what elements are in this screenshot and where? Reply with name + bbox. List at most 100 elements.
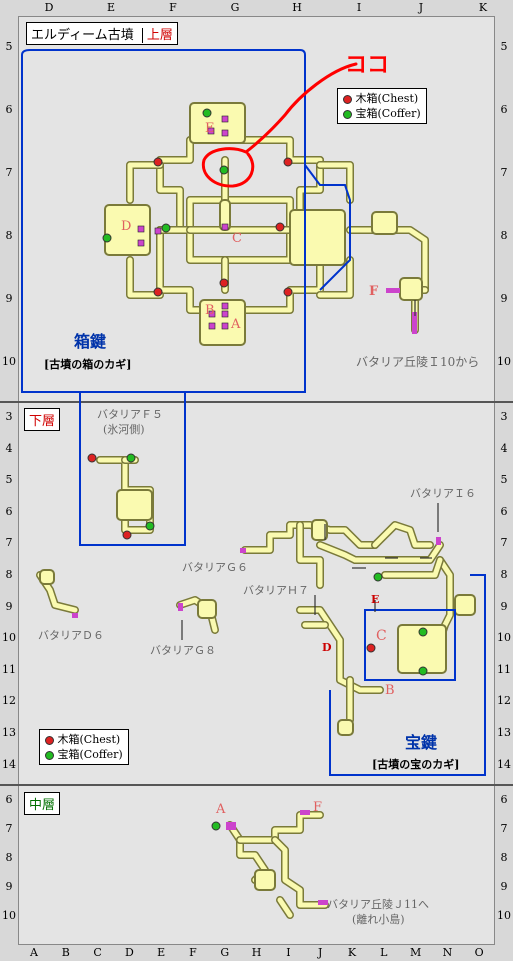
middle-exit-label: バタリア丘陵Ｊ11へ xyxy=(327,898,429,911)
marker-10 xyxy=(154,227,162,235)
upper-legend: 木箱(Chest) 宝箱(Coffer) xyxy=(337,88,427,124)
corridor-3 xyxy=(127,257,163,298)
right-tick-u6: 6 xyxy=(500,103,508,116)
coffer-icon-7 xyxy=(418,666,428,676)
corridor-19 xyxy=(297,522,323,588)
right-tick-m7: 7 xyxy=(500,822,508,835)
exit-marker-mid-a xyxy=(226,822,236,830)
treasure-key-desc: [古墳の宝のカギ] xyxy=(372,758,460,771)
left-tick-l6: 6 xyxy=(5,504,13,518)
left-tick-u7: 7 xyxy=(5,166,13,179)
middle-room-f: F xyxy=(313,800,323,815)
chest-icon-8 xyxy=(366,643,376,653)
exit-marker-upper-2 xyxy=(412,312,417,334)
right-tick-m9: 9 xyxy=(500,880,508,893)
marker-4 xyxy=(137,239,145,247)
bottom-tick-E: E xyxy=(157,946,166,959)
corridor-7 xyxy=(157,227,293,263)
left-tick-m9: 9 xyxy=(5,880,13,893)
box-key-desc: [古墳の箱のカギ] xyxy=(44,358,132,371)
upper-floor-panel xyxy=(18,16,495,402)
lower-room-d: D xyxy=(322,641,332,654)
top-tick-H: H xyxy=(292,1,302,14)
treasure-inner-zone xyxy=(364,609,456,681)
place-d6: バタリアＤ６ xyxy=(38,629,104,642)
right-tick-l12: 12 xyxy=(497,694,511,708)
coffer-icon-0 xyxy=(202,108,212,118)
corridor-wall-7 xyxy=(156,226,294,264)
coffer-legend-icon-2 xyxy=(45,750,54,760)
bottom-tick-G: G xyxy=(220,946,230,959)
corridor-20 xyxy=(317,542,443,563)
right-tick-u5: 5 xyxy=(500,40,508,53)
bottom-tick-B: B xyxy=(61,946,70,959)
left-tick-u9: 9 xyxy=(5,292,13,305)
right-tick-l7: 7 xyxy=(500,536,508,550)
left-tick-l4: 4 xyxy=(5,441,13,455)
right-tick-u10: 10 xyxy=(497,355,511,368)
legend-chest-label: 木箱(Chest) xyxy=(355,92,419,105)
floor-divider-2 xyxy=(0,784,513,786)
place-f5: バタリアＦ５ xyxy=(97,408,163,421)
room-label-c: C xyxy=(232,231,242,246)
top-tick-D: D xyxy=(44,1,54,14)
floor-divider-1 xyxy=(0,401,513,403)
coffer-icon-5 xyxy=(145,521,155,531)
marker-6 xyxy=(208,310,216,318)
bottom-tick-K: K xyxy=(347,946,357,959)
coffer-icon-2 xyxy=(102,233,112,243)
bottom-tick-F: F xyxy=(189,946,197,959)
left-tick-m10: 10 xyxy=(2,909,16,922)
left-tick-l5: 5 xyxy=(5,473,13,487)
box-key-zone-lower xyxy=(79,392,186,546)
bottom-tick-N: N xyxy=(442,946,453,959)
left-tick-l7: 7 xyxy=(5,536,13,550)
marker-8 xyxy=(208,322,216,330)
room-label-b: B xyxy=(205,303,215,318)
top-tick-I: I xyxy=(356,1,362,14)
room-label-f: F xyxy=(369,284,379,299)
left-tick-m7: 7 xyxy=(5,822,13,835)
chest-icon-2 xyxy=(153,287,163,297)
bottom-tick-M: M xyxy=(409,946,422,959)
upper-exit-label: バタリア丘陵Ｉ10から xyxy=(356,355,480,369)
corridor-24 xyxy=(297,607,383,693)
lower-g8-room xyxy=(197,599,217,619)
middle-room xyxy=(254,869,276,891)
lower-floor-title: 下層 xyxy=(24,408,61,431)
legend-chest-label-2: 木箱(Chest) xyxy=(57,733,121,746)
chest-icon-4 xyxy=(219,278,229,288)
left-tick-l13: 13 xyxy=(2,726,16,739)
lower-room-b: B xyxy=(385,683,395,698)
middle-floor-name: 中層 xyxy=(29,798,56,813)
right-tick-l4: 4 xyxy=(500,441,508,455)
coffer-icon-9 xyxy=(211,821,221,831)
lower-d6-room xyxy=(39,569,55,585)
bottom-tick-D: D xyxy=(124,946,134,959)
right-tick-m6: 6 xyxy=(500,793,508,806)
right-tick-l11: 11 xyxy=(497,662,511,676)
right-tick-l8: 8 xyxy=(500,568,508,581)
right-tick-l5: 5 xyxy=(500,473,508,487)
left-tick-u6: 6 xyxy=(5,103,13,116)
right-ruler xyxy=(495,16,513,945)
left-tick-m8: 8 xyxy=(5,851,13,864)
right-tick-l9: 9 xyxy=(500,599,508,613)
top-tick-F: F xyxy=(169,1,177,14)
left-tick-l11: 11 xyxy=(2,662,16,676)
lower-b-room xyxy=(337,719,354,736)
treasure-key-label: 宝鍵 xyxy=(405,733,438,752)
corridor-wall-2 xyxy=(126,161,164,204)
bottom-tick-H: H xyxy=(251,946,262,959)
right-tick-l13: 13 xyxy=(497,726,511,739)
bottom-tick-J: J xyxy=(317,946,323,959)
lower-floor-panel xyxy=(18,402,495,785)
right-tick-m10: 10 xyxy=(497,909,511,922)
exit-marker-d6 xyxy=(72,613,78,618)
bottom-tick-O: O xyxy=(474,946,484,959)
coffer-icon-1 xyxy=(219,165,229,175)
dungeon-name: エルディーム古墳 xyxy=(31,28,134,43)
marker-7 xyxy=(221,310,229,318)
corridor-4 xyxy=(317,162,353,203)
marker-5 xyxy=(221,223,229,231)
